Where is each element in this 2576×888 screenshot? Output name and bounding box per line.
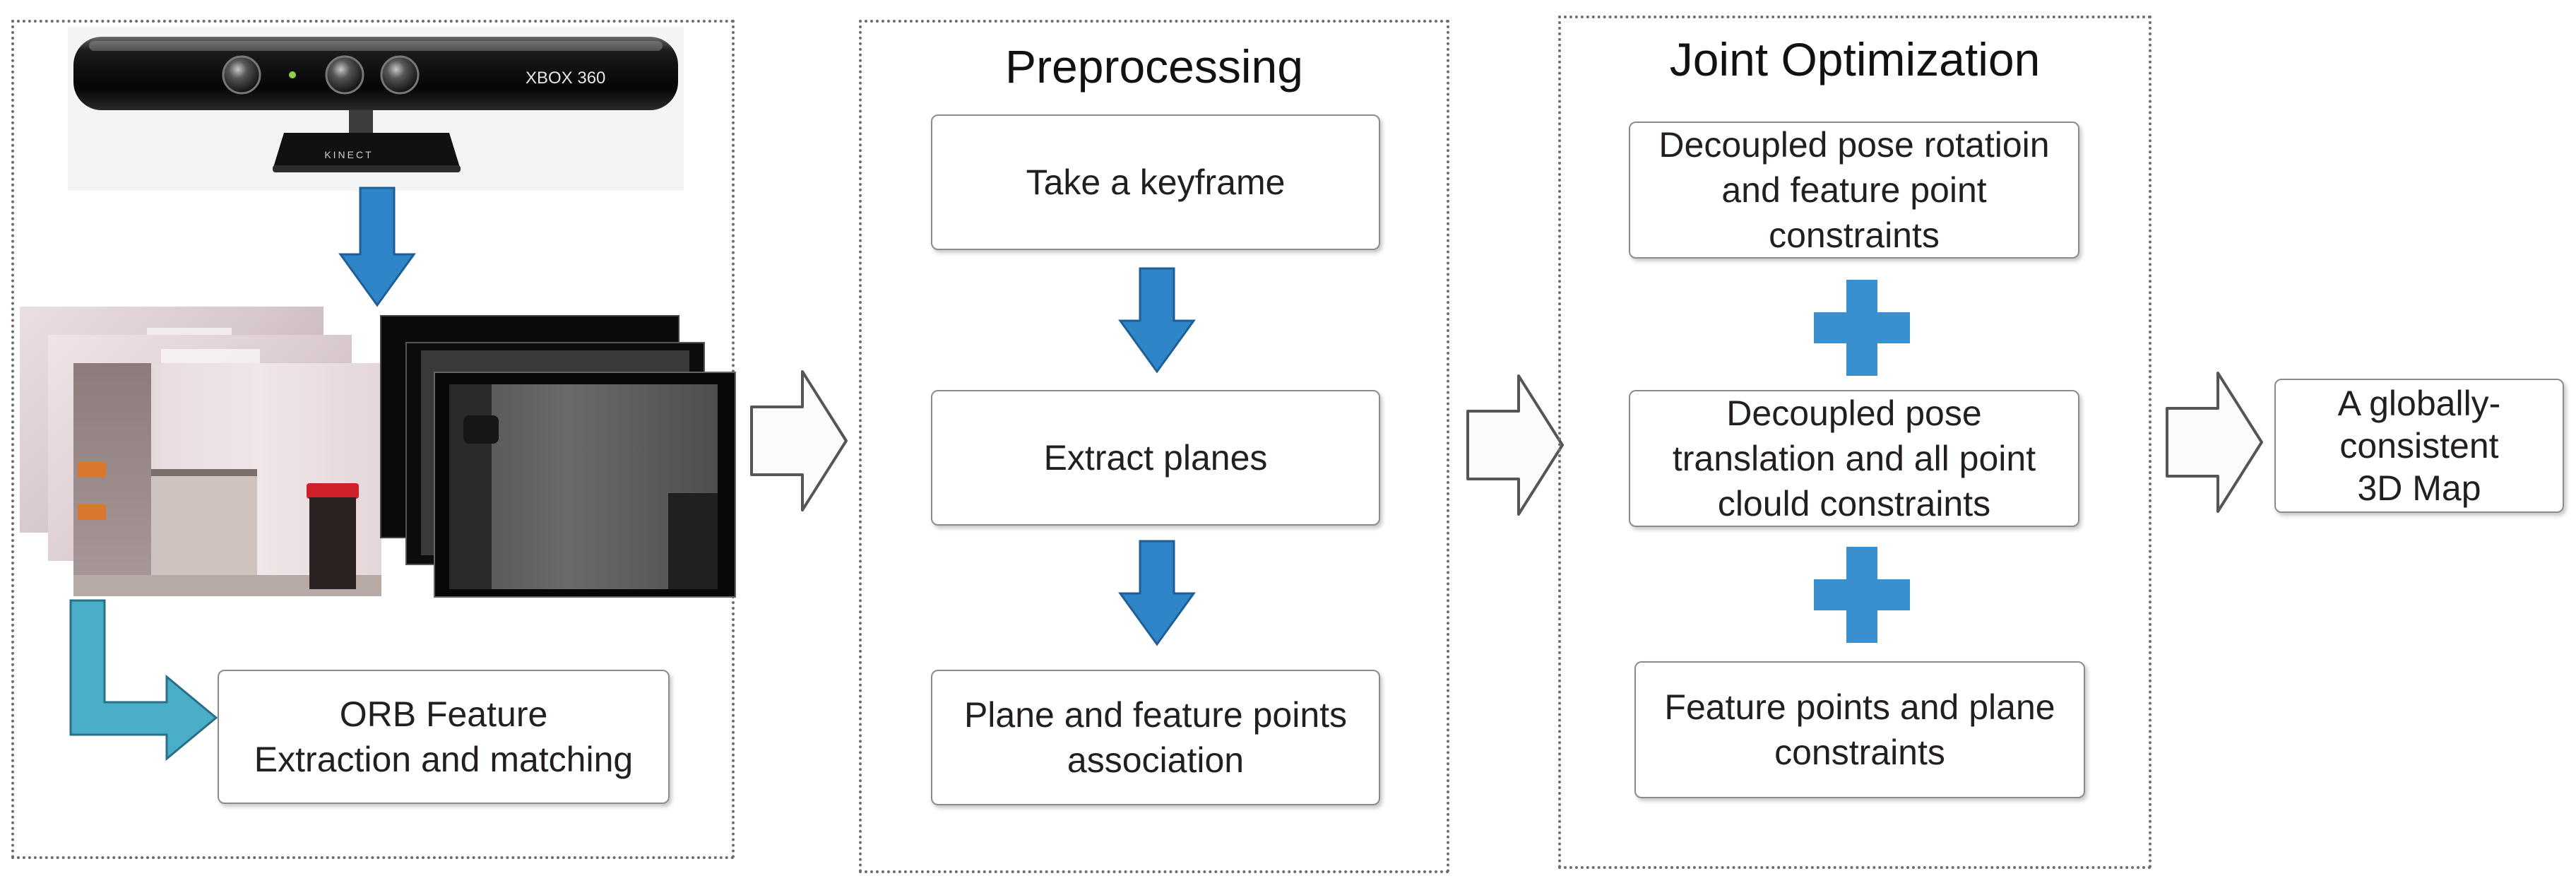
step-extract-planes: Extract planes [931, 390, 1380, 526]
flow-arrow-2 [1466, 374, 1564, 516]
flow-arrow-1 [750, 370, 848, 511]
step-plane-feature-association: Plane and feature points association [931, 670, 1380, 805]
constraint-feature-plane: Feature points and plane constraints [1634, 661, 2085, 798]
preprocessing-panel [859, 20, 1449, 873]
flow-arrow-3 [2166, 372, 2263, 513]
kinect-sensor-image: XBOX 360 KINECT [68, 27, 684, 191]
xbox360-text: XBOX 360 [526, 69, 605, 88]
plus-icon [1814, 547, 1910, 643]
down-arrow-step1 [1118, 267, 1196, 374]
down-arrow-step2 [1118, 540, 1196, 646]
constraint-translation-pointcloud: Decoupled pose translation and all point… [1629, 390, 2079, 527]
rgb-frame-front [73, 363, 381, 596]
output-3d-map-box: A globally- consistent 3D Map [2274, 379, 2564, 513]
l-arrow-to-orb [69, 599, 218, 762]
constraint-rotation-feature: Decoupled pose rotatioin and feature poi… [1629, 122, 2079, 259]
joint-optimization-title: Joint Optimization [1669, 33, 2041, 85]
step-take-keyframe: Take a keyframe [931, 114, 1380, 250]
kinect-text: KINECT [324, 149, 373, 160]
down-arrow-sensor [338, 187, 416, 307]
plus-icon [1814, 280, 1910, 376]
orb-feature-box: ORB Feature Extraction and matching [218, 670, 670, 804]
joint-optimization-panel [1558, 16, 2151, 869]
preprocessing-title: Preprocessing [1005, 40, 1303, 93]
depth-frame-front [434, 372, 736, 598]
